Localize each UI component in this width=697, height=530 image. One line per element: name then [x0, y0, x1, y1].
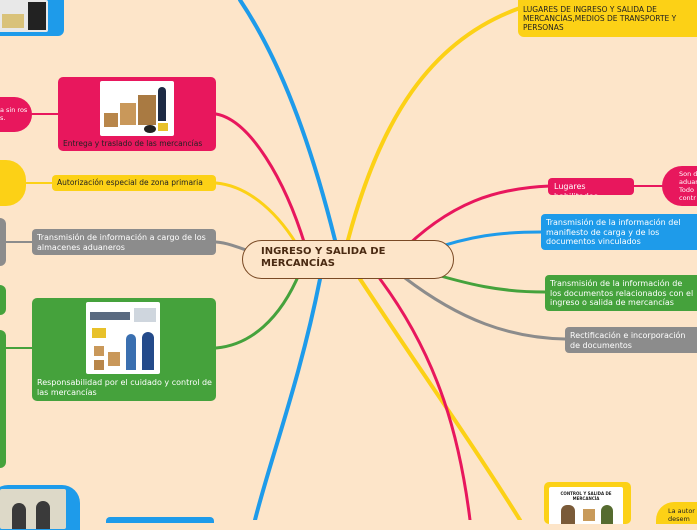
- person-icon: [12, 503, 26, 529]
- link-bottom-card: [360, 279, 520, 520]
- central-topic-title: INGRESO Y SALIDA DE MERCANCÍAS: [261, 246, 385, 269]
- logistics-image: [86, 302, 160, 374]
- rectificacion-node[interactable]: Rectificación e incorporación de documen…: [565, 327, 697, 353]
- rectificacion-text: Rectificación e incorporación de documen…: [570, 331, 696, 350]
- tire-icon: [144, 125, 156, 133]
- entrega-traslado-text: Entrega y traslado de las mercancías: [63, 139, 202, 148]
- autorizacion-zona-primaria-text: Autorización especial de zona primaria: [57, 178, 211, 187]
- almacenes-note-bubble[interactable]: [0, 218, 6, 266]
- person-icon: [126, 334, 136, 370]
- link-responsabilidad: [216, 272, 300, 348]
- link-top-box: [348, 8, 520, 240]
- link-bottom-left: [255, 279, 320, 520]
- lugares-note-bubble[interactable]: Son d aduar Todo contr: [662, 166, 697, 206]
- link-bottom-right: [380, 279, 470, 520]
- box-icon: [104, 113, 118, 127]
- link-entrega: [216, 114, 305, 245]
- central-topic[interactable]: INGRESO Y SALIDA DE MERCANCÍAS: [242, 240, 454, 279]
- bottom-left-blue-card[interactable]: [0, 485, 80, 530]
- top-right-yellow-box-text: LUGARES DE INGRESO Y SALIDA DE MERCANCÍA…: [523, 5, 695, 32]
- lugares-habilitados-text: Lugares habilitados: [554, 182, 628, 195]
- package-icon: [583, 509, 595, 521]
- ship-icon: [90, 312, 130, 320]
- lugares-note-text: Son d aduar Todo contr: [679, 170, 697, 202]
- box-icon: [138, 95, 156, 125]
- top-right-yellow-box[interactable]: LUGARES DE INGRESO Y SALIDA DE MERCANCÍA…: [518, 0, 697, 37]
- control-salida-image: CONTROL Y SALIDA DE MERCANCÍA: [549, 487, 623, 524]
- truck-icon: [134, 308, 156, 322]
- manifiesto-text: Transmisión de la información del manifi…: [546, 218, 696, 247]
- worker-figure-icon: [561, 505, 575, 524]
- link-top-left: [240, 0, 335, 240]
- person-icon: [158, 87, 166, 121]
- responsabilidad-cuidado-text: Responsabilidad por el cuidado y control…: [37, 378, 213, 397]
- documentos-relacionados-node[interactable]: Transmisión de la información de los doc…: [545, 275, 697, 311]
- top-left-image: [0, 0, 48, 32]
- boxes-image: [100, 81, 174, 136]
- box-icon: [108, 352, 120, 366]
- control-salida-caption: CONTROL Y SALIDA DE MERCANCÍA: [549, 492, 623, 502]
- forklift-icon: [92, 328, 106, 338]
- entrega-traslado-node[interactable]: Entrega y traslado de las mercancías: [58, 77, 216, 151]
- control-salida-card[interactable]: CONTROL Y SALIDA DE MERCANCÍA: [544, 482, 631, 524]
- lugares-habilitados-node[interactable]: Lugares habilitados: [548, 178, 634, 195]
- person-icon: [36, 501, 50, 529]
- bottom-center-blue-edge: [106, 517, 214, 523]
- person-icon: [142, 332, 154, 370]
- almacenes-aduaneros-text: Transmisión de información a cargo de lo…: [37, 233, 211, 252]
- documentos-relacionados-text: Transmisión de la información de los doc…: [550, 279, 696, 308]
- almacenes-aduaneros-node[interactable]: Transmisión de información a cargo de lo…: [32, 229, 216, 255]
- bottom-left-image: [0, 489, 66, 529]
- entrega-note-text: a sin ros s.: [0, 106, 27, 122]
- worker-figure-icon: [601, 505, 613, 524]
- responsabilidad-note-bubble-1[interactable]: [0, 285, 6, 315]
- responsabilidad-note-bubble-2[interactable]: [0, 330, 6, 468]
- box-icon: [94, 360, 104, 370]
- manifiesto-node[interactable]: Transmisión de la información del manifi…: [541, 214, 697, 250]
- box-icon: [158, 123, 168, 131]
- document-icon: [2, 14, 24, 28]
- bottom-right-note-bubble[interactable]: La autor desem: [656, 502, 697, 524]
- box-icon: [120, 103, 136, 125]
- bottom-right-note-text: La autor desem: [668, 507, 695, 523]
- top-left-blue-card[interactable]: [0, 0, 64, 36]
- document-icon: [28, 2, 46, 30]
- autorizacion-zona-primaria-node[interactable]: Autorización especial de zona primaria: [52, 175, 216, 191]
- box-icon: [94, 346, 104, 356]
- responsabilidad-cuidado-node[interactable]: Responsabilidad por el cuidado y control…: [32, 298, 216, 401]
